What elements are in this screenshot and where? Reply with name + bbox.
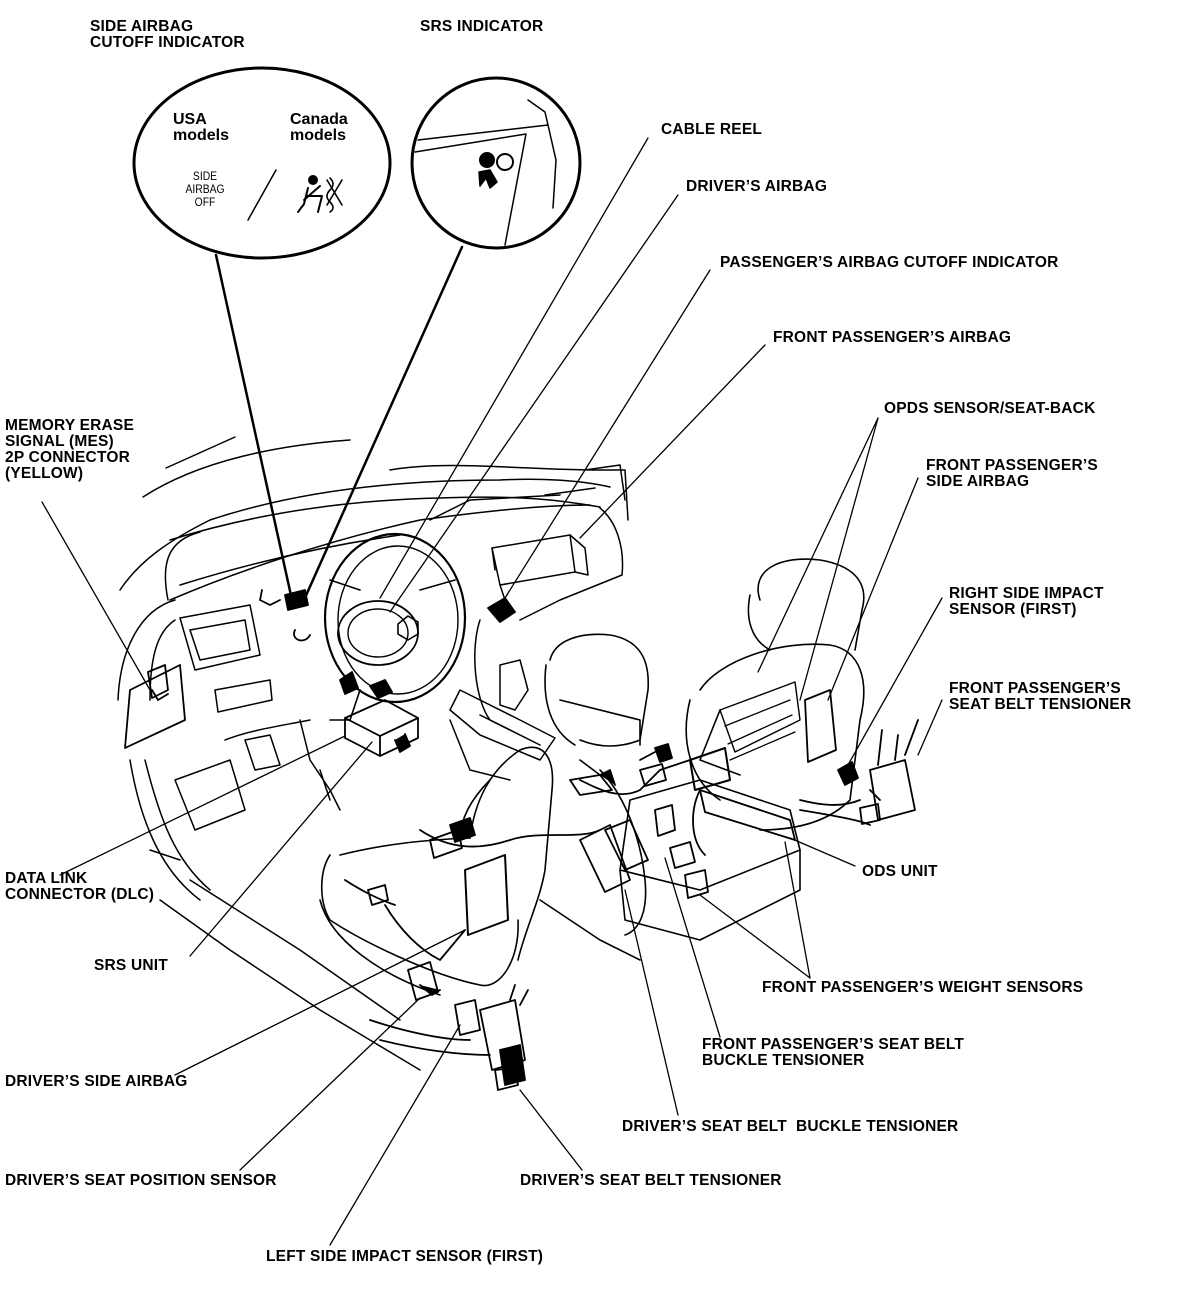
driver-wiring <box>344 817 601 1091</box>
label-drivers-seat-position-sensor: DRIVER’S SEAT POSITION SENSOR <box>5 1172 277 1189</box>
label-srs-unit: SRS UNIT <box>94 957 168 974</box>
label-right-side-impact-sensor: RIGHT SIDE IMPACT SENSOR (FIRST) <box>949 585 1104 618</box>
label-memory-erase-signal: MEMORY ERASE SIGNAL (MES) 2P CONNECTOR (… <box>5 417 135 482</box>
seatbelt-airbag-off-icon <box>297 175 343 213</box>
label-ods-unit: ODS UNIT <box>862 863 938 880</box>
mes-connector <box>124 664 186 749</box>
passenger-seat <box>579 558 865 941</box>
airbag-person-icon <box>478 152 514 189</box>
label-front-passengers-buckle-tensioner: FRONT PASSENGER’S SEAT BELT BUCKLE TENSI… <box>702 1036 965 1069</box>
label-drivers-buckle-tensioner: DRIVER’S SEAT BELT BUCKLE TENSIONER <box>622 1118 959 1135</box>
dashboard-outline <box>117 436 629 1071</box>
inset-circle-srs-indicator <box>410 76 582 250</box>
label-front-passengers-airbag: FRONT PASSENGER’S AIRBAG <box>773 329 1012 346</box>
steering-wheel <box>323 532 467 721</box>
drivers-seat <box>319 633 650 996</box>
passenger-wiring <box>569 743 871 899</box>
label-drivers-seat-belt-tensioner: DRIVER’S SEAT BELT TENSIONER <box>520 1172 782 1189</box>
label-left-side-impact-sensor: LEFT SIDE IMPACT SENSOR (FIRST) <box>266 1248 544 1265</box>
srs-unit-box <box>344 699 419 757</box>
label-side-airbag-cutoff-indicator: SIDE AIRBAG CUTOFF INDICATOR <box>90 18 245 51</box>
label-front-passengers-weight-sensors: FRONT PASSENGER’S WEIGHT SENSORS <box>762 979 1084 996</box>
leader-lines <box>41 137 943 1246</box>
side-airbag-off-text: SIDE AIRBAG OFF <box>185 171 225 209</box>
passenger-belt-tensioner <box>837 719 919 825</box>
label-cable-reel: CABLE REEL <box>661 121 763 138</box>
label-drivers-airbag: DRIVER’S AIRBAG <box>686 178 828 195</box>
label-srs-indicator: SRS INDICATOR <box>420 18 544 35</box>
label-drivers-side-airbag: DRIVER’S SIDE AIRBAG <box>5 1073 188 1090</box>
label-passengers-airbag-cutoff-indicator: PASSENGER’S AIRBAG CUTOFF INDICATOR <box>720 254 1059 271</box>
inset-circle-side-airbag-cutoff <box>132 66 392 260</box>
canada-models-label: Canada models <box>290 111 348 144</box>
label-front-passengers-side-airbag: FRONT PASSENGER’S SIDE AIRBAG <box>926 457 1098 490</box>
label-front-passengers-seat-belt-tensioner: FRONT PASSENGER’S SEAT BELT TENSIONER <box>949 680 1132 713</box>
label-data-link-connector: DATA LINK CONNECTOR (DLC) <box>5 870 155 903</box>
label-opds-sensor: OPDS SENSOR/SEAT-BACK <box>884 400 1096 417</box>
usa-models-label: USA models <box>173 111 230 144</box>
